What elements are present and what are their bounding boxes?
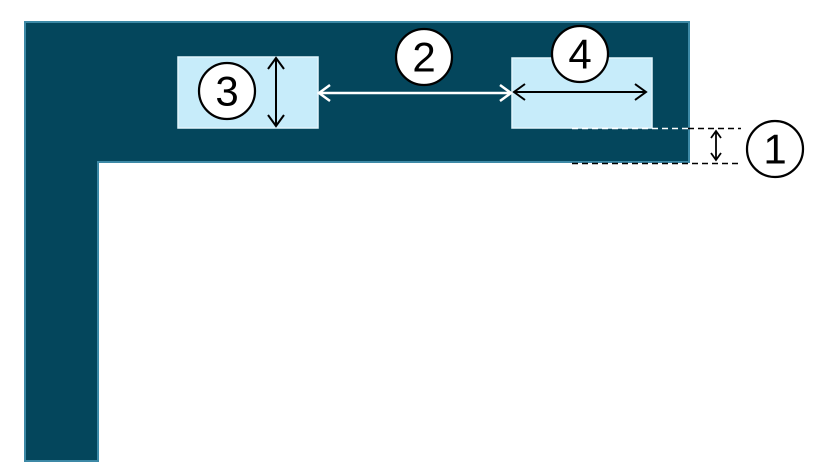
height-dimension-arrow <box>267 56 285 128</box>
callout-1-circle <box>745 119 805 179</box>
callout-1-label: 1 <box>763 126 786 173</box>
callout-3: 3 <box>197 61 257 121</box>
callout-3-label: 3 <box>215 68 238 115</box>
callout-2-circle <box>394 27 454 87</box>
callout-4-label: 4 <box>568 31 591 78</box>
callout-2: 2 <box>394 27 454 87</box>
callout-1: 1 <box>745 119 805 179</box>
width-dimension-arrow <box>512 83 648 101</box>
l-shaped-wall <box>24 21 690 462</box>
gap-dimension-arrow <box>316 83 514 103</box>
callout-2-label: 2 <box>412 34 435 81</box>
callout-3-circle <box>197 61 257 121</box>
callout-4: 4 <box>550 24 610 84</box>
offset-dimension-arrow <box>710 129 722 162</box>
callout-4-circle <box>550 24 610 84</box>
